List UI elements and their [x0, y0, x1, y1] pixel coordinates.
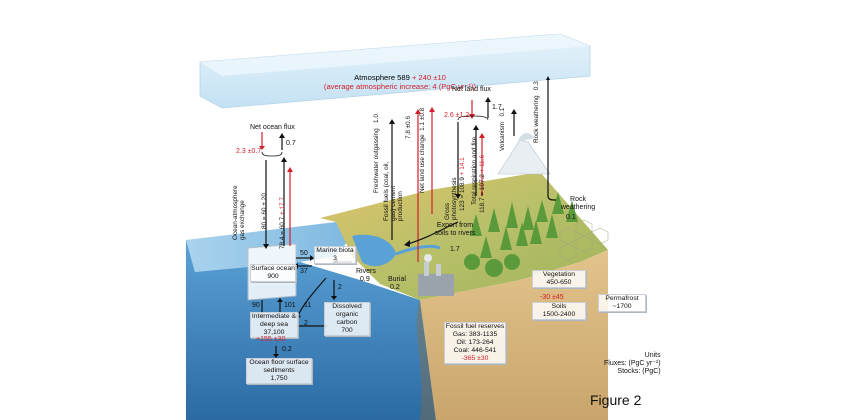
rock-weathering-land-label: Rock weathering	[560, 196, 596, 211]
net-ocean-flux-value: 0.7	[286, 140, 296, 147]
ocean-atmosphere-exchange-label: Ocean-atmosphere gas exchange	[232, 185, 246, 240]
net-land-flux-value: 1.7	[492, 104, 502, 111]
rivers-label: Rivers	[356, 268, 376, 275]
burial-value: 0.2	[390, 284, 400, 291]
rock-weathering-land-value: 0.1	[566, 214, 576, 221]
fossil-fuels-value: 7.8 ±0.6	[405, 115, 412, 139]
atmosphere-average-increase: (average atmospheric increase: 4 (PgC yr…	[323, 82, 477, 91]
ocean-exchange-down-value: 78.4 = 60.7 + 17.7	[279, 197, 286, 249]
atmosphere-slab	[199, 33, 591, 109]
intermediate-deep-sea-change: +155 ±30	[256, 336, 286, 343]
flux-90: 90	[252, 302, 260, 309]
ocean-exchange-up-value: 80 = 60 + 20	[261, 193, 268, 229]
export-rivers-label: Export from soils to rivers	[434, 222, 476, 237]
forest-trees	[464, 192, 578, 277]
units-legend: Units Fluxes: (PgC yr⁻¹) Stocks: (PgC)	[604, 352, 661, 375]
gross-photosynthesis-label: Gross photosynthesis	[444, 177, 458, 220]
total-respiration-value: 118.7 = 107.2 + 11.6	[479, 154, 486, 213]
export-rivers-value: 1.7	[450, 246, 460, 253]
atmosphere-increase: + 240 ±10	[411, 73, 446, 82]
volcano	[497, 133, 551, 175]
vegetation-change: -30 ±45	[540, 294, 564, 301]
land-use-change-label: Net land use change 1.1 ±0.8	[419, 107, 426, 193]
volcanism-label: Volcanism 0.1	[499, 107, 506, 151]
gross-photosynthesis-value: 123 = 108.9 + 14.1	[459, 157, 466, 211]
net-ocean-flux-red: 2.3 ±0.7	[236, 148, 262, 155]
flux-braces	[261, 115, 489, 157]
flux-2: 2	[338, 284, 342, 291]
figure-label: Figure 2	[590, 392, 642, 408]
net-ocean-flux-label: Net ocean flux	[250, 124, 295, 131]
net-land-flux-red: 2.6 ±1.2	[444, 112, 470, 119]
flux-arrows	[259, 76, 557, 358]
flux-0-2: 0.2	[282, 346, 292, 353]
total-respiration-label: Total respiration and fire	[471, 136, 478, 205]
flux-11: 11	[304, 302, 312, 309]
flux-37: 37	[300, 268, 308, 275]
fossil-fuels-label: Fossil fuels (coal, oil, gas) cement pro…	[383, 161, 404, 221]
flux-101: 101	[284, 302, 296, 309]
atmosphere-stock: Atmosphere 589	[354, 73, 410, 82]
rivers-value: 0.9	[360, 276, 370, 283]
permafrost-stock: Permafrost~1700	[598, 294, 646, 312]
burial-label: Burial	[388, 276, 406, 283]
atmosphere-label: Atmosphere 589 + 240 ±10 (average atmosp…	[210, 73, 590, 91]
net-land-flux-label: Net land flux	[452, 86, 491, 93]
freshwater-outgassing-label: Freshwater outgassing 1.0	[373, 114, 380, 193]
rock-weathering-label: Rock weathering 0.3	[533, 81, 540, 143]
fossil-fuel-reserves-stock: Fossil fuel reserves Gas: 383-1135 Oil: …	[444, 322, 506, 364]
power-plant	[418, 254, 454, 296]
flux-50: 50	[300, 250, 308, 257]
flux-2b: 2	[304, 320, 308, 327]
